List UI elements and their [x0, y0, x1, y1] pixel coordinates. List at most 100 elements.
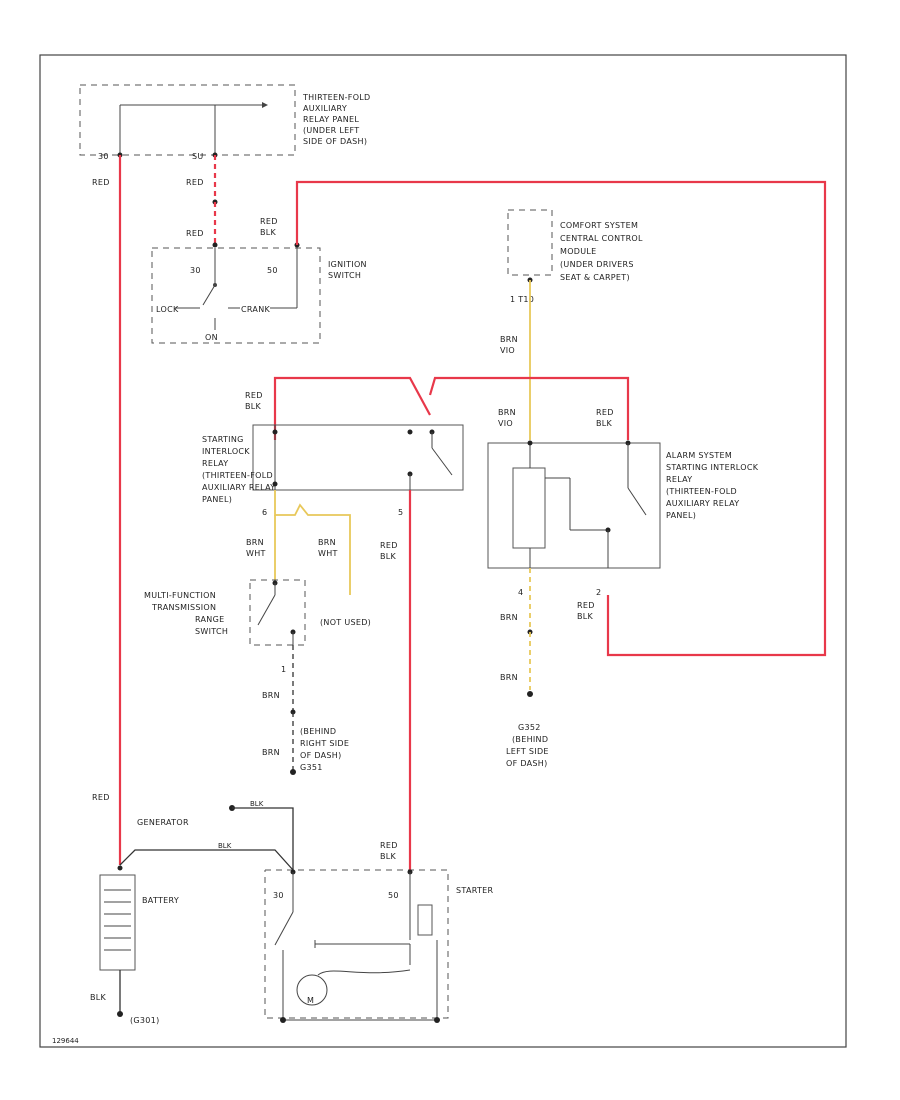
mf-label-2: TRANSMISSION — [151, 603, 216, 612]
starting-label-4: (THIRTEEN-FOLD — [202, 471, 273, 480]
brn-wht-label-1: BRN — [246, 538, 264, 547]
relay-wire-label-2: BLK — [245, 402, 262, 411]
aux-panel-label-1: THIRTEEN-FOLD — [302, 93, 371, 102]
comfort-label-3: MODULE — [560, 247, 597, 256]
alarm-brn-vio-label-1: BRN — [498, 408, 516, 417]
comfort-label-5: SEAT & CARPET) — [560, 273, 630, 282]
wire-label-red-3: RED — [186, 178, 204, 187]
alarm-pin-4: 4 — [518, 588, 523, 597]
ign-50-label: 50 — [267, 266, 278, 275]
battery: BATTERY — [99, 865, 179, 971]
alarm-label-6: PANEL) — [666, 511, 696, 520]
starting-interlock-relay: STARTING INTERLOCK RELAY (THIRTEEN-FOLD … — [202, 424, 464, 517]
wire-label-red-2: RED — [92, 793, 110, 802]
relay-red-bus-1 — [273, 376, 431, 440]
mf-label-4: SWITCH — [195, 627, 228, 636]
starter-30-label: 30 — [273, 891, 284, 900]
starting-label-5: AUXILIARY RELAY — [202, 483, 275, 492]
alarm-label-3: RELAY — [666, 475, 693, 484]
ign-crank-label: CRANK — [241, 305, 270, 314]
starter-50-label: 50 — [388, 891, 399, 900]
ignition-label-1: IGNITION — [328, 260, 367, 269]
ign-wire-label-1: RED — [260, 217, 278, 226]
alarm-red-blk-label-1: RED — [596, 408, 614, 417]
battery-label: BATTERY — [142, 896, 179, 905]
battery-ground-label: (G301) — [130, 1016, 160, 1025]
ground-right-2: RIGHT SIDE — [300, 739, 349, 748]
ground-left-4: OF DASH) — [506, 759, 548, 768]
alarm-brn-vio-label-2: VIO — [498, 419, 513, 428]
ign-lock-label: LOCK — [156, 305, 179, 314]
starter-label: STARTER — [456, 886, 494, 895]
pin-30-label: 30 — [98, 152, 109, 161]
mf-pin-1: 1 — [281, 665, 286, 674]
starter-m-label: M — [307, 996, 314, 1005]
alarm-out-label-2: BLK — [577, 612, 594, 621]
diagram-frame — [39, 54, 847, 1048]
ground-left-2: (BEHIND — [512, 735, 548, 744]
aux-panel-label-5: SIDE OF DASH) — [303, 137, 367, 146]
starting-label-6: PANEL) — [202, 495, 232, 504]
ground-left-dash: G352 (BEHIND LEFT SIDE OF DASH) — [506, 723, 549, 768]
ignition-label-2: SWITCH — [328, 271, 361, 280]
wire-brn-vio-label-2: VIO — [500, 346, 515, 355]
alarm-label-5: AUXILIARY RELAY — [666, 499, 739, 508]
starter: 30 50 M STARTER — [264, 869, 494, 1023]
brn-wht-label-2: WHT — [246, 549, 266, 558]
battery-gnd-blk-label: BLK — [90, 993, 107, 1002]
ground-right-3: OF DASH) — [300, 751, 342, 760]
ground-right-4: G351 — [300, 763, 323, 772]
comfort-label-4: (UNDER DRIVERS — [560, 260, 634, 269]
starter-wire-label-3: RED — [380, 841, 398, 850]
ignition-switch: 30 50 LOCK CRANK ON IGNITION SWITCH RED … — [151, 217, 367, 344]
comfort-pin-label: 1 T10 — [510, 295, 534, 304]
wire-label-red-4: RED — [186, 229, 204, 238]
alarm-label-2: STARTING INTERLOCK — [666, 463, 759, 472]
ground-right-dash: (BEHIND RIGHT SIDE OF DASH) G351 — [300, 727, 349, 772]
alarm-label-1: ALARM SYSTEM — [666, 451, 732, 460]
ground-left-3: LEFT SIDE — [506, 747, 549, 756]
ground-left-1: G352 — [518, 723, 541, 732]
mf-brn-label-1: BRN — [262, 691, 280, 700]
brn-wht-label-4: WHT — [318, 549, 338, 558]
comfort-module: COMFORT SYSTEM CENTRAL CONTROL MODULE (U… — [507, 209, 643, 304]
comfort-label-1: COMFORT SYSTEM — [560, 221, 638, 230]
alarm-pin-2: 2 — [596, 588, 601, 597]
not-used-label: (NOT USED) — [320, 618, 371, 627]
ign-wire-label-2: BLK — [260, 228, 277, 237]
generator-label: GENERATOR — [137, 818, 189, 827]
relay-wire-label-1: RED — [245, 391, 263, 400]
footer-code: 129644 — [52, 1037, 79, 1045]
aux-panel-label-3: RELAY PANEL — [303, 115, 359, 124]
alarm-interlock-relay: ALARM SYSTEM STARTING INTERLOCK RELAY (T… — [487, 440, 759, 597]
wire-brn-vio-label-1: BRN — [500, 335, 518, 344]
ign-30-label: 30 — [190, 266, 201, 275]
multi-function-switch: MULTI-FUNCTION TRANSMISSION RANGE SWITCH… — [144, 579, 306, 674]
aux-panel-label-4: (UNDER LEFT — [303, 126, 359, 135]
gen-blk-label: BLK — [250, 800, 264, 808]
alarm-brn-label-2: BRN — [500, 673, 518, 682]
aux-panel-label-2: AUXILIARY — [303, 104, 347, 113]
mf-brn-label-2: BRN — [262, 748, 280, 757]
starting-label-3: RELAY — [202, 459, 229, 468]
ground-right-1: (BEHIND — [300, 727, 336, 736]
battery-blk-wire — [119, 849, 294, 871]
starter-wire-label-2: BLK — [380, 552, 397, 561]
relay-red-bus-2 — [428, 376, 630, 440]
starter-wire-label-4: BLK — [380, 852, 397, 861]
generator: BLK GENERATOR — [137, 800, 294, 870]
starting-label-2: INTERLOCK — [202, 447, 250, 456]
mf-label-3: RANGE — [195, 615, 224, 624]
brn-wht-label-3: BRN — [318, 538, 336, 547]
battery-blk-label: BLK — [218, 842, 232, 850]
alarm-brn-label-1: BRN — [500, 613, 518, 622]
starting-pin-5: 5 — [398, 508, 403, 517]
alarm-label-4: (THIRTEEN-FOLD — [666, 487, 737, 496]
aux-relay-panel: 30 SU THIRTEEN-FOLD AUXILIARY RELAY PANE… — [79, 84, 371, 161]
ign-red-blk-loop — [295, 180, 827, 657]
mf-label-1: MULTI-FUNCTION — [144, 591, 216, 600]
starting-brn-wht-wire — [274, 490, 351, 595]
comfort-label-2: CENTRAL CONTROL — [560, 234, 643, 243]
